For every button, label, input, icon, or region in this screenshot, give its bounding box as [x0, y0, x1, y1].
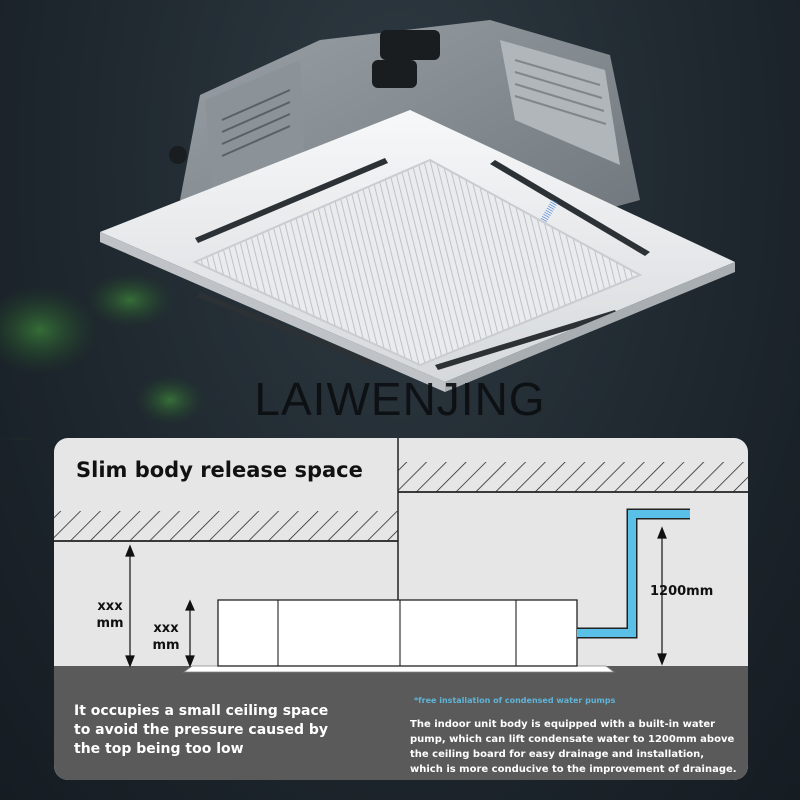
installation-diagram-panel: Slim body release space xxx mm xxx mm 12… — [54, 438, 748, 780]
pump-footnote: *free installation of condensed water pu… — [414, 696, 616, 705]
left-ceiling-hatch — [54, 511, 398, 541]
space-saving-note: It occupies a small ceiling space to avo… — [74, 703, 329, 757]
lift-height-arrow — [657, 526, 667, 666]
ceiling-board — [182, 665, 616, 673]
right-ceiling-hatch — [398, 462, 748, 492]
cassette-ac-unit-photo: |||||||||| — [0, 20, 735, 440]
inner-height-label: xxx mm — [152, 621, 180, 653]
water-pump-description: The indoor unit body is equipped with a … — [410, 719, 737, 775]
lift-height-label: 1200mm — [650, 584, 714, 599]
outer-height-label: xxx mm — [96, 599, 124, 631]
diagram-heading: Slim body release space — [76, 458, 363, 482]
brand-watermark: LAIWENJING — [254, 373, 546, 425]
plant-leaves — [0, 272, 205, 440]
unit-body — [217, 599, 578, 667]
outer-height-arrow — [125, 544, 135, 668]
inner-height-arrow — [185, 599, 195, 668]
ceiling-diagram — [54, 438, 748, 780]
footer-band — [54, 666, 748, 780]
